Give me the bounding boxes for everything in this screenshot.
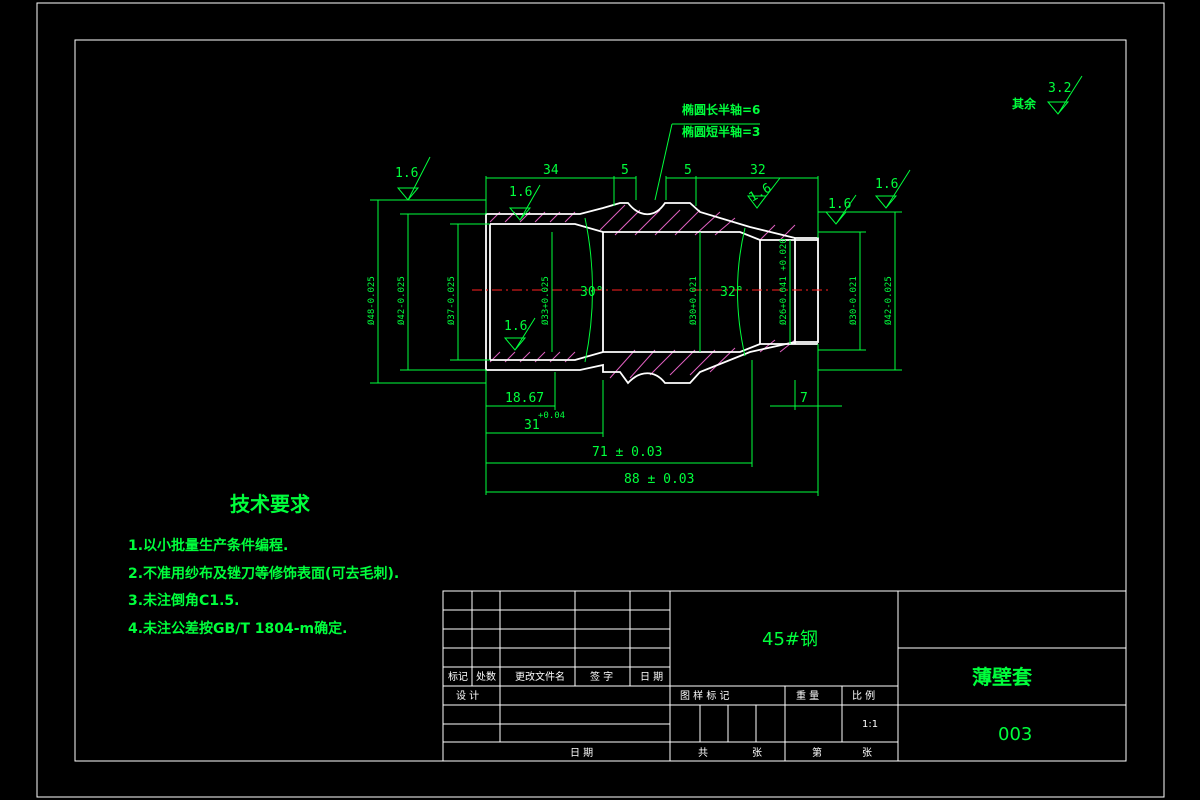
tb-count: 处数 [476, 670, 496, 683]
ellipse-short-note: 椭圆短半轴=3 [682, 124, 760, 139]
tb-mark: 标记 [448, 671, 468, 683]
outer-contour [485, 202, 819, 385]
inner-frame [74, 39, 1127, 762]
tb-part-name: 薄壁套 [972, 665, 1032, 689]
dim-34: 34 [543, 163, 559, 178]
dim-31-tol: +0.04 [538, 411, 565, 421]
dim-18-67: 18.67 [505, 391, 544, 406]
tech-item-2: 2.不准用纱布及锉刀等修饰表面(可去毛刺). [128, 565, 399, 582]
roughness-5: 1.6 [828, 197, 851, 212]
roughness-1: 1.6 [395, 166, 418, 181]
dim-32: 32 [750, 163, 766, 178]
dim-d33: Ø33+0.025 [540, 276, 551, 325]
tb-sheets2: 张 [862, 747, 872, 759]
tb-sheets: 张 [752, 747, 762, 759]
tb-stage: 图 样 标 记 [680, 689, 730, 702]
roughness-4: 1.6 [747, 181, 775, 206]
tb-scale: 比 例 [852, 689, 875, 702]
roughness-6: 1.6 [875, 177, 898, 192]
dim-5b: 5 [684, 163, 692, 178]
tech-title: 技术要求 [230, 492, 311, 516]
part-section [472, 202, 832, 385]
dim-d30: Ø30+0.021 [688, 276, 699, 325]
tech-item-4: 4.未注公差按GB/T 1804-m确定. [128, 620, 347, 637]
roughness-2: 1.6 [509, 185, 532, 200]
dim-d42: Ø42-0.025 [396, 276, 407, 325]
tb-doc: 更改文件名 [515, 670, 565, 683]
tb-scale-value: 1:1 [862, 719, 878, 730]
angle-30: 30° [580, 285, 603, 300]
tech-item-1: 1.以小批量生产条件编程. [128, 537, 288, 554]
tb-date: 日 期 [640, 671, 663, 683]
roughness-other-value: 3.2 [1048, 81, 1071, 96]
angle-32: 32° [720, 285, 743, 300]
tb-total: 共 [698, 747, 708, 759]
dim-d48: Ø48-0.025 [366, 276, 377, 325]
tb-material: 45#钢 [762, 629, 818, 650]
dimension-lines [370, 123, 902, 496]
dim-5a: 5 [621, 163, 629, 178]
inner-bore-bottom [490, 343, 818, 361]
tb-design: 设 计 [456, 689, 479, 702]
tb-sign: 签 字 [590, 670, 613, 683]
ellipse-long-note: 椭圆长半轴=6 [682, 102, 760, 117]
outer-frame [36, 2, 1165, 798]
dim-d26: Ø26+0.041 +0.020 [778, 238, 789, 325]
roughness-symbols [396, 75, 1083, 351]
dim-d30r: Ø30-0.021 [848, 276, 859, 325]
roughness-3: 1.6 [504, 319, 527, 334]
dim-d37: Ø37-0.025 [446, 276, 457, 325]
title-block [442, 590, 1127, 762]
tb-code: 003 [998, 724, 1032, 745]
tb-date2: 日 期 [570, 747, 593, 759]
tb-sheet: 第 [812, 746, 822, 759]
technical-requirements: 技术要求 1.以小批量生产条件编程. 2.不准用纱布及锉刀等修饰表面(可去毛刺)… [128, 492, 399, 637]
dimension-texts: 1.6 1.6 1.6 1.6 1.6 1.6 3.2 其余 椭圆长半轴=6 椭… [366, 81, 1071, 487]
roughness-other-label: 其余 [1012, 96, 1037, 111]
dim-d42r: Ø42-0.025 [883, 276, 894, 325]
dim-88: 88 ± 0.03 [624, 472, 694, 487]
inner-bore-top [490, 223, 818, 241]
dim-31: 31 [524, 418, 540, 433]
dim-71: 71 ± 0.03 [592, 445, 662, 460]
tb-weight: 重 量 [796, 689, 819, 702]
dim-7: 7 [800, 391, 808, 406]
title-block-texts: 标记 处数 更改文件名 签 字 日 期 设 计 日 期 图 样 标 记 重 量 … [448, 629, 1032, 759]
tech-item-3: 3.未注倒角C1.5. [128, 592, 239, 609]
